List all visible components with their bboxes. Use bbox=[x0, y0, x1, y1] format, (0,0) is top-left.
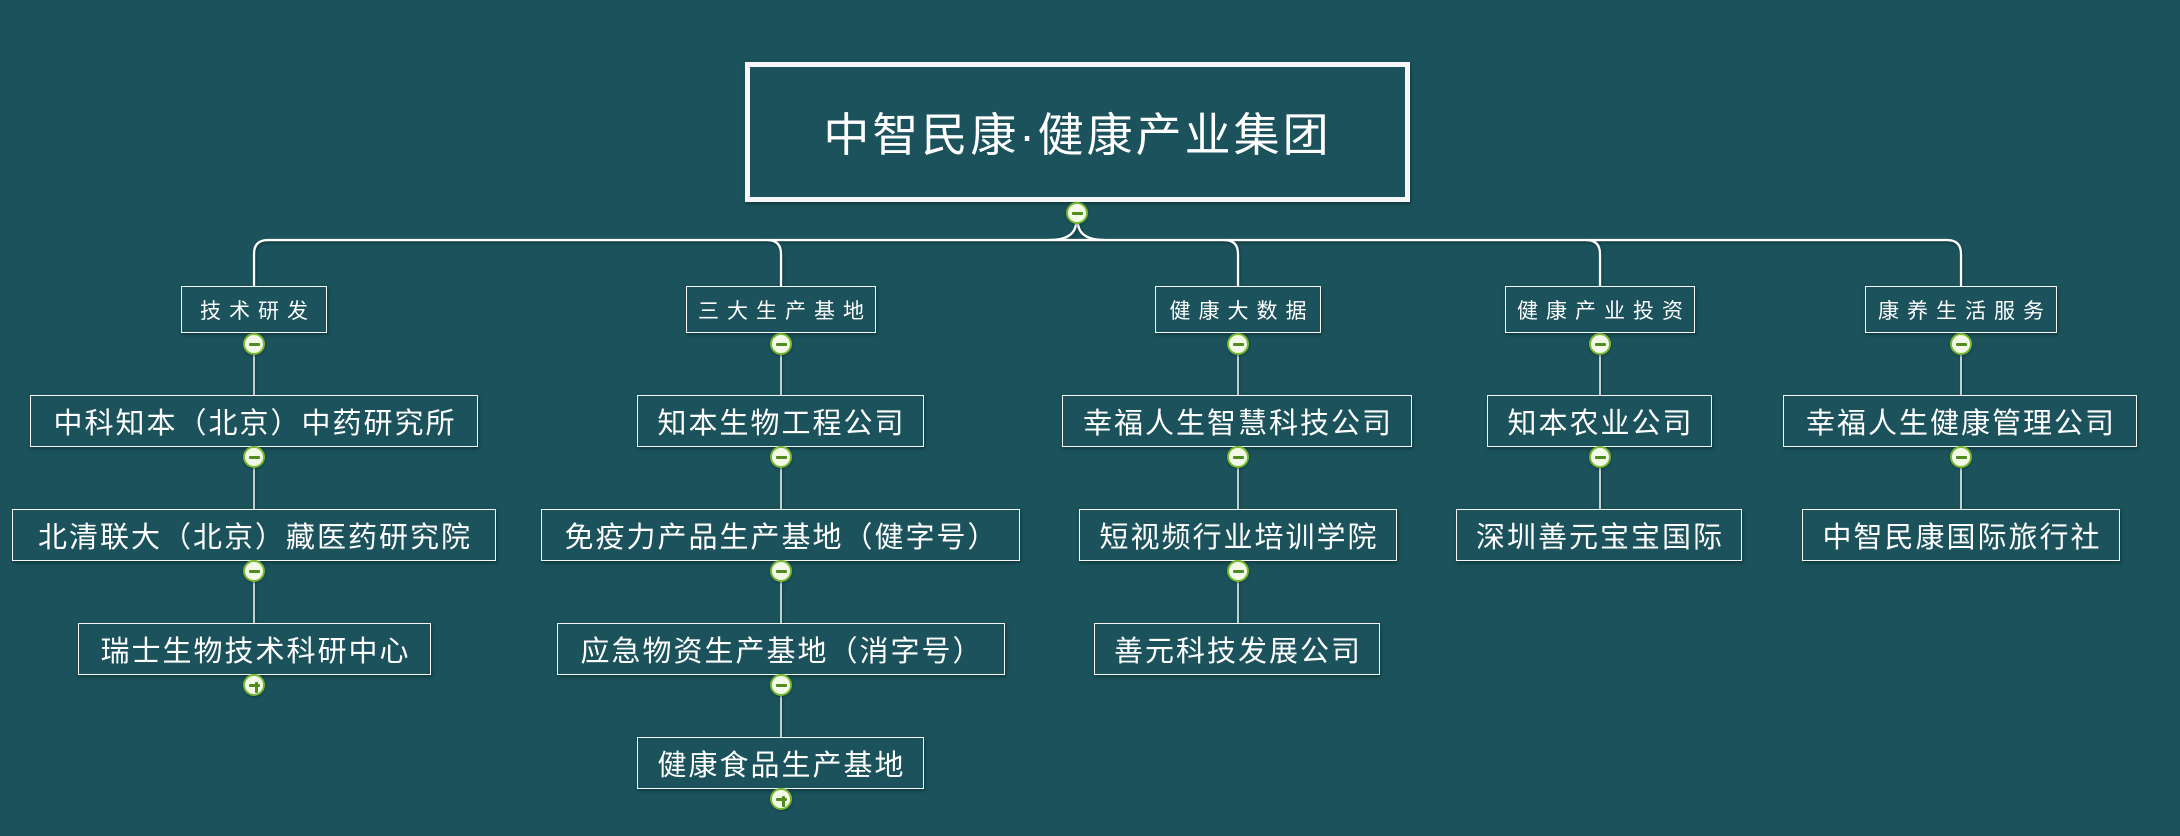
child-node[interactable]: 幸福人生健康管理公司 bbox=[1783, 395, 2137, 447]
child-node[interactable]: 善元科技发展公司 bbox=[1094, 623, 1380, 675]
child-node-label: 善元科技发展公司 bbox=[1113, 636, 1362, 668]
branch-node-health-investment[interactable]: 健康产业投资 bbox=[1505, 286, 1695, 333]
child-node-label: 北清联大（北京）藏医药研究院 bbox=[37, 522, 472, 554]
child-node-label: 深圳善元宝宝国际 bbox=[1475, 522, 1724, 554]
child-node[interactable]: 中科知本（北京）中药研究所 bbox=[30, 395, 478, 447]
child-node[interactable]: 瑞士生物技术科研中心 bbox=[78, 623, 431, 675]
child-node-label: 中智民康国际旅行社 bbox=[1822, 522, 2102, 554]
branch-node-label: 健康大数据 bbox=[1169, 299, 1315, 323]
child-node[interactable]: 知本农业公司 bbox=[1487, 395, 1712, 447]
child-node[interactable]: 中智民康国际旅行社 bbox=[1802, 509, 2120, 561]
child-node[interactable]: 健康食品生产基地 bbox=[637, 737, 924, 789]
child-node-label: 知本生物工程公司 bbox=[657, 408, 906, 440]
child-node[interactable]: 北清联大（北京）藏医药研究院 bbox=[12, 509, 496, 561]
child-node-label: 幸福人生智慧科技公司 bbox=[1082, 408, 1393, 440]
branch-node-label: 三大生产基地 bbox=[698, 299, 872, 323]
child-node[interactable]: 幸福人生智慧科技公司 bbox=[1062, 395, 1412, 447]
branch-node-production-bases[interactable]: 三大生产基地 bbox=[686, 286, 876, 333]
child-node-label: 幸福人生健康管理公司 bbox=[1805, 408, 2116, 440]
collapse-icon[interactable] bbox=[1589, 333, 1611, 355]
child-node[interactable]: 深圳善元宝宝国际 bbox=[1456, 509, 1742, 561]
child-node-label: 知本农业公司 bbox=[1507, 408, 1694, 440]
collapse-icon[interactable] bbox=[243, 333, 265, 355]
expand-icon[interactable] bbox=[770, 788, 792, 810]
child-node-label: 健康食品生产基地 bbox=[657, 750, 906, 782]
branch-node-wellness-services[interactable]: 康养生活服务 bbox=[1865, 286, 2057, 333]
collapse-icon[interactable] bbox=[243, 560, 265, 582]
child-node[interactable]: 短视频行业培训学院 bbox=[1079, 509, 1397, 561]
collapse-icon[interactable] bbox=[1589, 446, 1611, 468]
child-node[interactable]: 知本生物工程公司 bbox=[637, 395, 924, 447]
collapse-icon[interactable] bbox=[1950, 446, 1972, 468]
child-node[interactable]: 应急物资生产基地（消字号） bbox=[557, 623, 1005, 675]
root-node[interactable]: 中智民康·健康产业集团 bbox=[745, 62, 1410, 202]
collapse-icon[interactable] bbox=[1227, 560, 1249, 582]
branch-node-health-bigdata[interactable]: 健康大数据 bbox=[1155, 286, 1321, 333]
child-node-label: 短视频行业培训学院 bbox=[1099, 522, 1379, 554]
branch-node-tech-rd[interactable]: 技术研发 bbox=[181, 286, 327, 333]
collapse-icon[interactable] bbox=[1227, 446, 1249, 468]
collapse-icon[interactable] bbox=[770, 333, 792, 355]
collapse-icon[interactable] bbox=[1066, 202, 1088, 224]
collapse-icon[interactable] bbox=[770, 560, 792, 582]
child-node[interactable]: 免疫力产品生产基地（健字号） bbox=[541, 509, 1020, 561]
collapse-icon[interactable] bbox=[1227, 333, 1249, 355]
child-node-label: 瑞士生物技术科研中心 bbox=[100, 636, 411, 668]
branch-node-label: 健康产业投资 bbox=[1517, 299, 1691, 323]
expand-icon[interactable] bbox=[243, 674, 265, 696]
child-node-label: 应急物资生产基地（消字号） bbox=[580, 636, 984, 668]
child-node-label: 免疫力产品生产基地（健字号） bbox=[564, 522, 999, 554]
branch-node-label: 技术研发 bbox=[200, 299, 316, 323]
collapse-icon[interactable] bbox=[1950, 333, 1972, 355]
root-node-label: 中智民康·健康产业集团 bbox=[823, 109, 1332, 161]
collapse-icon[interactable] bbox=[770, 446, 792, 468]
child-node-label: 中科知本（北京）中药研究所 bbox=[53, 408, 457, 440]
branch-node-label: 康养生活服务 bbox=[1878, 299, 2052, 323]
collapse-icon[interactable] bbox=[243, 446, 265, 468]
collapse-icon[interactable] bbox=[770, 674, 792, 696]
